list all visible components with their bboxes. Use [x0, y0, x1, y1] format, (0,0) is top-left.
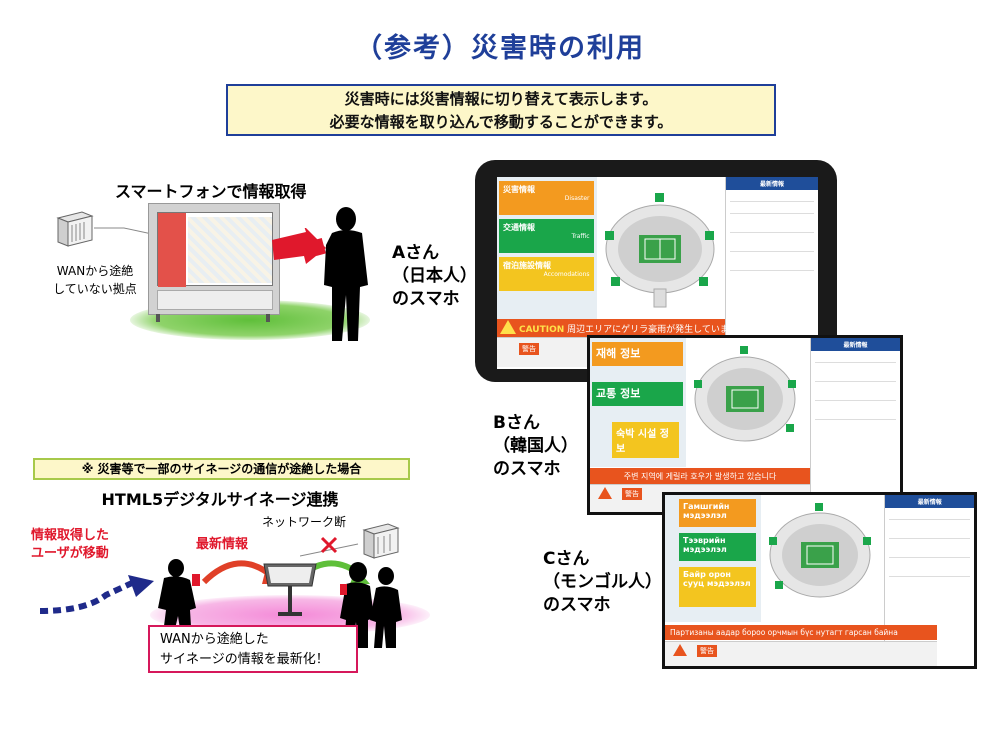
- caution-icon: [673, 644, 687, 656]
- warn-tag-a: 警告: [519, 343, 539, 355]
- intro-box: 災害時には災害情報に切り替えて表示します。 必要な情報を取り込んで移動することが…: [226, 84, 776, 136]
- server-icon: [358, 522, 402, 560]
- wan-note-line-2: していない拠点: [53, 282, 137, 296]
- menu-disaster-a[interactable]: 災害情報 Disaster: [499, 181, 594, 215]
- smartphone-caption: スマートフォンで情報取得: [115, 182, 307, 201]
- person-a-label: Aさん （日本人） のスマホ: [392, 242, 477, 311]
- signage-screen: [157, 212, 273, 287]
- kiosk-foot-right: [266, 314, 270, 322]
- menu-disaster-b[interactable]: 재해 정보: [592, 342, 684, 366]
- menu-traffic-label: 交通情報: [503, 223, 535, 232]
- user-move-line-1: 情報取得した: [31, 528, 110, 543]
- person-c-label: Cさん （モンゴル人） のスマホ: [543, 548, 662, 617]
- alert-text-a: 周辺エリアにゲリラ豪雨が発生しています: [567, 325, 738, 335]
- caution-icon: [598, 487, 612, 499]
- phone-b-screen: 재해 정보 교통 정보 숙박 시설 정보 最新情報 주변 지역에 게릴라 호우가…: [587, 335, 903, 515]
- user-move-label: 情報取得した ユーザが移動: [31, 527, 109, 563]
- page-title: （参考）災害時の利用: [355, 33, 645, 64]
- user-move-line-2: ユーザが移動: [31, 546, 109, 561]
- wan-note-line-1: WANから途絶: [56, 264, 134, 278]
- kiosk-foot-left: [156, 314, 160, 322]
- note-banner: ※ 災害等で一部のサイネージの通信が途絶した場合: [33, 458, 410, 480]
- people-group-icon: [340, 562, 402, 648]
- signage-stand-icon: [263, 563, 317, 616]
- menu-disaster-sub: Disaster: [564, 195, 590, 202]
- person-b-line-1: Bさん: [493, 413, 540, 433]
- person-b-line-2: （韓国人）: [493, 436, 578, 456]
- menu-panel-c: Гамшгийн мэдээлэл Тээврийн мэдээлэл Байр…: [665, 495, 761, 622]
- person-b-line-3: のスマホ: [493, 459, 561, 479]
- person-c-line-2: （モンゴル人）: [543, 572, 662, 592]
- person-a-line-1: Aさん: [392, 243, 440, 263]
- stadium-map-icon: [769, 503, 871, 598]
- menu-traffic-b[interactable]: 교통 정보: [592, 382, 684, 406]
- menu-accommodation-c[interactable]: Байр орон сууц мэдээлэл: [679, 567, 756, 607]
- alert-banner-b: 주변 지역에 게릴라 호우가 발생하고 있습니다: [590, 468, 811, 485]
- intro-line-1: 災害時には災害情報に切り替えて表示します。: [344, 90, 658, 108]
- news-header-b: 最新情報: [811, 338, 900, 351]
- wan-note: WANから途絶 していない拠点: [40, 262, 150, 298]
- menu-traffic-a[interactable]: 交通情報 Traffic: [499, 219, 594, 253]
- warn-tag-c: 警告: [697, 645, 717, 657]
- warn-tag-b: 警告: [622, 488, 642, 500]
- menu-accommodation-sub: Accomodations: [543, 271, 590, 278]
- person-silhouette-icon: [312, 207, 368, 341]
- caution-icon: [500, 320, 516, 334]
- pink-box-line-1: WANから途絶した: [160, 632, 269, 647]
- alert-banner-c: Партизаны аадар бороо орчмын бүс нутагт …: [665, 625, 937, 640]
- menu-accommodation-a[interactable]: 宿泊施設情報 Accomodations: [499, 257, 594, 291]
- network-line: [94, 227, 153, 235]
- menu-disaster-label: 災害情報: [503, 185, 535, 194]
- pink-info-box: WANから途絶した サイネージの情報を最新化！: [148, 625, 358, 673]
- person-a-line-2: （日本人）: [392, 266, 477, 286]
- network-cut-label: ネットワーク断: [262, 515, 347, 529]
- server-icon: [52, 210, 96, 248]
- menu-disaster-c[interactable]: Гамшгийн мэдээлэл: [679, 499, 756, 527]
- person-c-line-1: Cさん: [543, 549, 590, 569]
- person-a-line-3: のスマホ: [392, 289, 460, 309]
- phone-c-screen: Гамшгийн мэдээлэл Тээврийн мэдээлэл Байр…: [662, 492, 977, 669]
- news-header-c: 最新情報: [885, 495, 974, 508]
- transfer-arrow-icon: [272, 228, 326, 264]
- menu-traffic-c[interactable]: Тээврийн мэдээлэл: [679, 533, 756, 561]
- menu-accommodation-b[interactable]: 숙박 시설 정보: [612, 422, 680, 458]
- stadium-map-icon: [605, 193, 715, 308]
- person-c-line-3: のスマホ: [543, 595, 611, 615]
- caution-text: CAUTION: [519, 325, 565, 335]
- stadium-map-icon: [694, 346, 796, 442]
- menu-traffic-sub: Traffic: [571, 233, 590, 240]
- signage-kiosk: [148, 203, 280, 315]
- menu-accommodation-label: 宿泊施設情報: [503, 261, 551, 270]
- person-b-label: Bさん （韓国人） のスマホ: [493, 412, 578, 481]
- menu-panel-b: 재해 정보 교통 정보 숙박 시설 정보: [590, 338, 687, 467]
- pink-box-line-2: サイネージの情報を最新化！: [160, 652, 329, 667]
- news-panel-b: 最新情報: [810, 338, 900, 512]
- latest-info-label: 最新情報: [196, 537, 249, 552]
- alert-banner-a: CAUTION 周辺エリアにゲリラ豪雨が発生しています: [497, 319, 738, 338]
- html5-title: HTML5デジタルサイネージ連携: [101, 490, 339, 509]
- menu-panel-a: 災害情報 Disaster 交通情報 Traffic 宿泊施設情報 Accomo…: [497, 177, 597, 320]
- news-header-a: 最新情報: [725, 177, 818, 190]
- dotted-arrow-icon: [39, 575, 154, 614]
- broken-link-icon: [300, 536, 359, 557]
- intro-line-2: 必要な情報を取り込んで移動することができます。: [329, 113, 673, 131]
